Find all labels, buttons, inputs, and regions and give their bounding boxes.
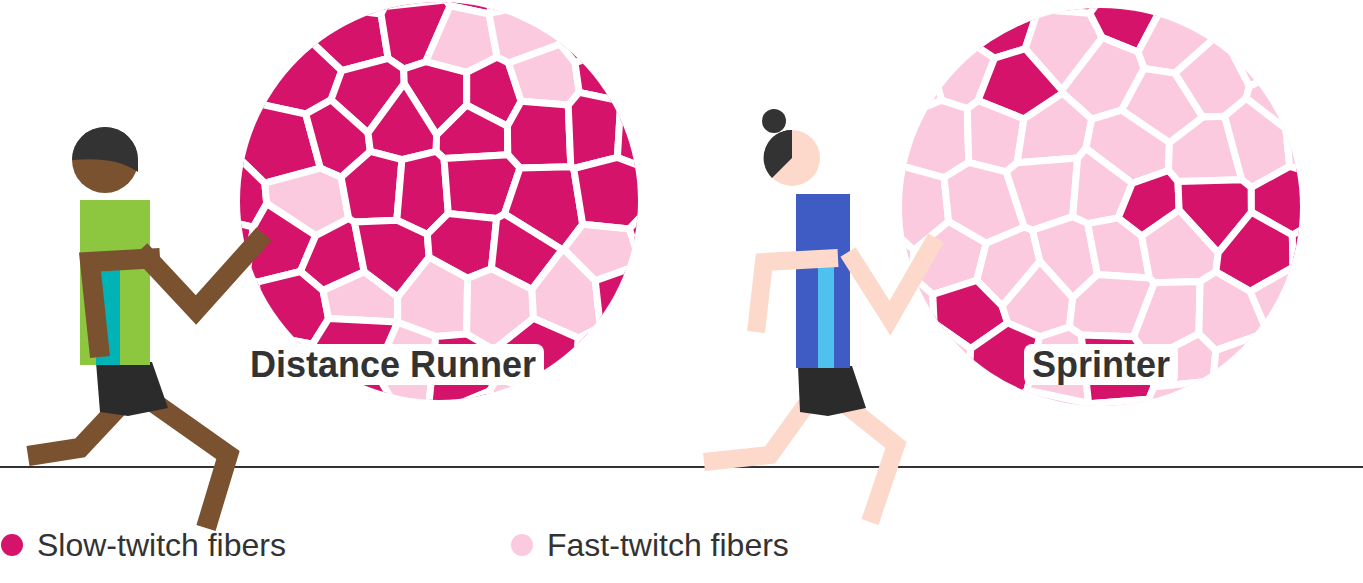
slow-twitch-fiber	[629, 198, 638, 279]
fast-twitch-fiber	[1019, 390, 1089, 406]
fast-twitch-fiber	[1218, 384, 1293, 406]
slow-twitch-fiber	[564, 392, 635, 400]
runner-head	[72, 127, 138, 193]
fast-twitch-fiber	[1250, 267, 1300, 330]
runner-head	[764, 130, 820, 186]
ground-line	[0, 466, 1363, 468]
shirt-stripe	[818, 264, 834, 368]
runner-arm	[756, 258, 838, 332]
legend-item: Slow-twitch fibers	[1, 526, 286, 564]
runner-hair	[764, 130, 792, 160]
slow-twitch-fiber	[311, 2, 385, 14]
slow-twitch-fiber	[369, 397, 429, 400]
slow-twitch-fiber	[574, 157, 638, 229]
runner-arm	[848, 238, 936, 318]
fast-twitch-fiber	[1213, 8, 1282, 25]
legend-text: Fast-twitch fibers	[547, 526, 789, 564]
runner-leg	[28, 400, 125, 456]
slow-twitch-fiber	[617, 2, 638, 67]
runner-shirt	[796, 194, 850, 368]
fast-twitch-fiber	[1266, 318, 1301, 399]
node-label-box: Sprinter	[902, 344, 1300, 386]
slow-twitch-fiber	[436, 105, 508, 159]
legend-swatch	[1, 534, 23, 556]
fast-twitch-fiber	[1282, 8, 1300, 18]
slow-twitch-fiber	[240, 103, 246, 162]
fiber-circle: Sprinter	[902, 8, 1300, 406]
fast-twitch-fiber	[323, 272, 398, 322]
slow-twitch-fiber	[341, 151, 402, 222]
fast-twitch-fiber	[509, 44, 580, 105]
hair-bun	[762, 109, 786, 133]
slow-twitch-fiber	[902, 401, 905, 406]
node-label: Distance Runner	[242, 344, 544, 385]
fiber-cells	[240, 2, 638, 400]
fast-twitch-fiber	[905, 323, 971, 397]
fast-twitch-fiber	[902, 396, 979, 406]
slow-twitch-fiber	[902, 346, 923, 406]
slow-twitch-fiber	[240, 2, 305, 71]
legend-text: Slow-twitch fibers	[37, 526, 286, 564]
slow-twitch-fiber	[368, 84, 437, 160]
legend-item: Fast-twitch fibers	[511, 526, 789, 564]
slow-twitch-fiber	[627, 318, 639, 389]
fast-twitch-fiber	[1213, 333, 1278, 390]
runner-leg	[150, 400, 228, 528]
fast-twitch-fiber	[1142, 210, 1219, 283]
shirt-stripe	[96, 262, 120, 365]
legend-swatch	[511, 534, 533, 556]
fast-twitch-fiber	[1088, 218, 1150, 278]
fiber-circle: Distance Runner	[240, 2, 638, 400]
fiber-cells	[902, 8, 1300, 406]
slow-twitch-fiber	[507, 101, 570, 168]
runner-shorts	[798, 366, 866, 416]
slow-twitch-fiber	[902, 8, 916, 63]
runner-arm	[140, 234, 264, 310]
slow-twitch-fiber	[626, 380, 638, 400]
runner-hair	[764, 130, 792, 178]
runner-shirt	[80, 200, 150, 365]
node-label-box: Distance Runner	[242, 344, 562, 386]
runner-shorts	[96, 362, 168, 416]
sprinter-figure	[704, 109, 936, 522]
slow-twitch-fiber	[545, 2, 621, 23]
slow-twitch-fiber	[240, 36, 264, 117]
slow-twitch-fiber	[595, 264, 638, 330]
distance-runner-figure	[28, 127, 264, 528]
runner-hair	[72, 127, 138, 172]
fast-twitch-fiber	[902, 276, 934, 350]
slow-twitch-fiber	[575, 327, 632, 400]
node-label: Sprinter	[1024, 344, 1178, 385]
fast-twitch-fiber	[243, 2, 318, 11]
runner-leg	[846, 405, 896, 522]
fast-twitch-fiber	[978, 397, 1034, 406]
runner-leg	[704, 405, 806, 462]
slow-twitch-fiber	[1292, 220, 1300, 282]
fast-twitch-fiber	[914, 8, 977, 53]
fiber-cross-section	[240, 2, 638, 400]
fast-twitch-fiber	[1288, 388, 1300, 406]
runner-arm	[90, 258, 160, 357]
circle-background	[902, 8, 1300, 406]
